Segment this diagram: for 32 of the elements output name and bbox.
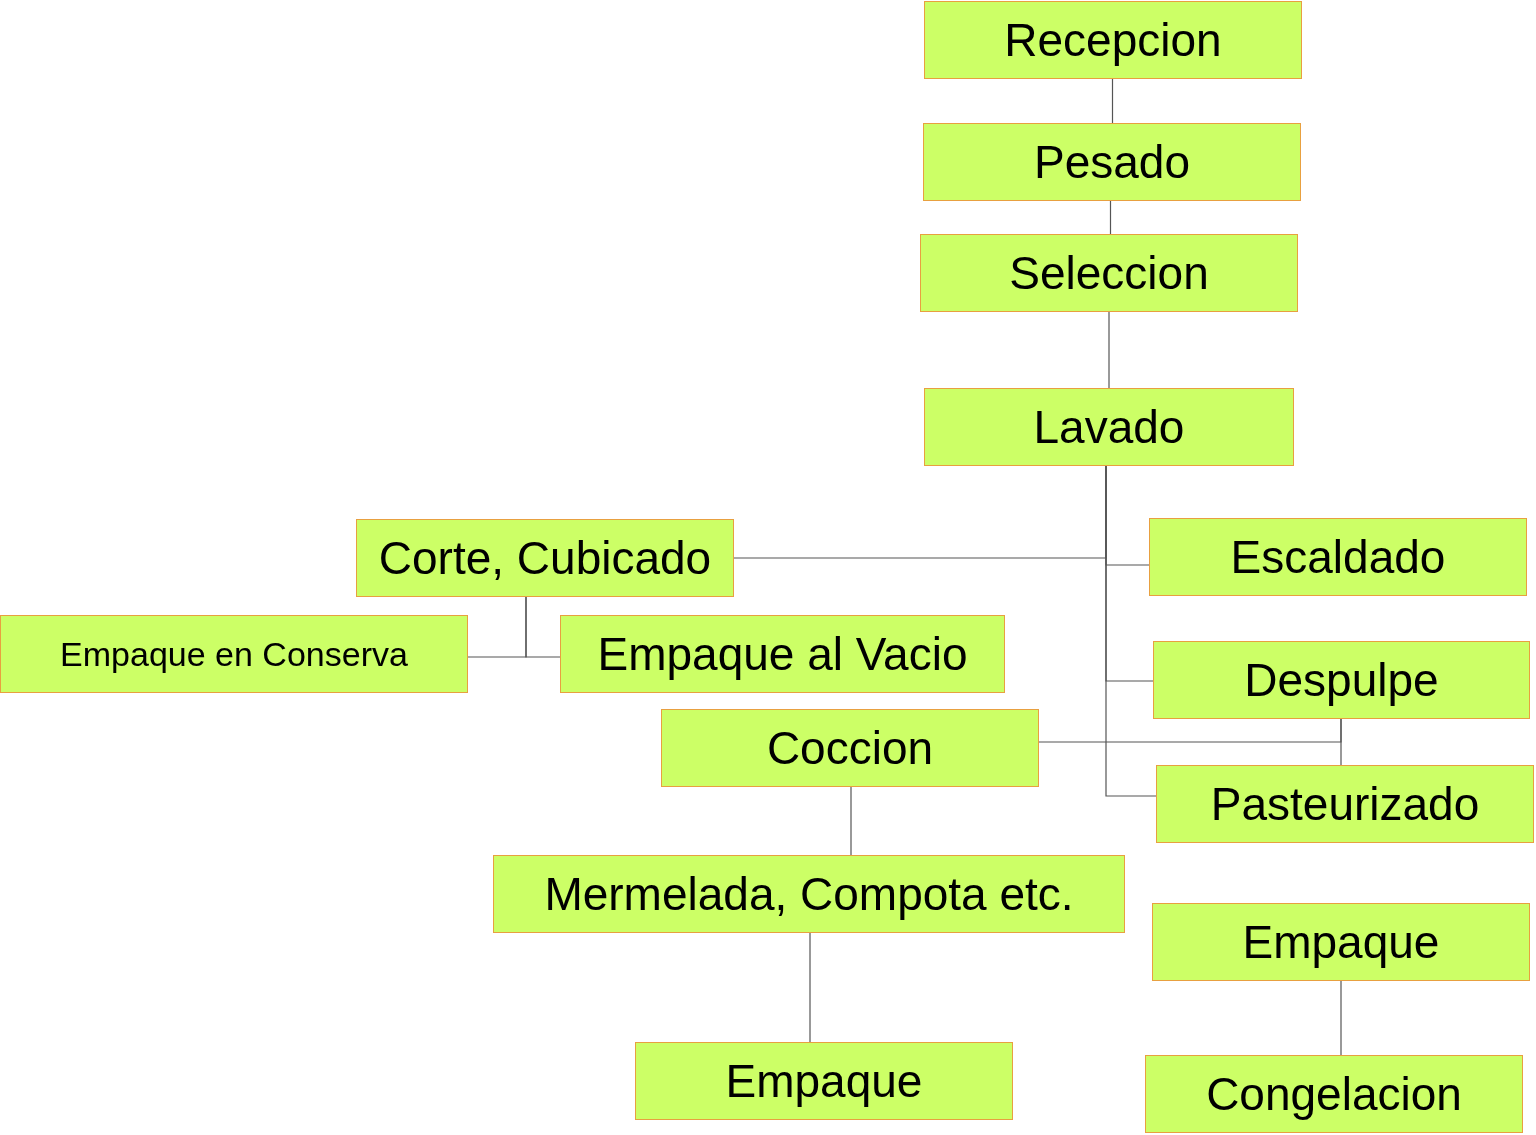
connector-line	[1108, 311, 1110, 389]
step-label: Corte, Cubicado	[378, 535, 712, 581]
process-box	[661, 709, 1039, 787]
process-box	[356, 519, 734, 597]
connector-line	[1105, 465, 1157, 797]
connector-line	[1340, 718, 1342, 766]
process-box	[560, 615, 1005, 693]
connector-line	[525, 596, 561, 658]
connector-line	[1109, 200, 1112, 235]
process-box	[1145, 1055, 1523, 1133]
step-label: Lavado	[1033, 404, 1185, 450]
process-box	[0, 615, 468, 693]
process-box	[1153, 641, 1530, 719]
process-box	[920, 234, 1298, 312]
process-box	[1156, 765, 1534, 843]
connector-line	[850, 786, 852, 856]
process-box	[924, 1, 1302, 79]
process-box	[1152, 903, 1530, 981]
process-box	[635, 1042, 1013, 1120]
step-label: Pasteurizado	[1210, 781, 1480, 827]
step-label: Seleccion	[1009, 250, 1209, 296]
process-box	[923, 123, 1301, 201]
step-label: Coccion	[766, 725, 934, 771]
step-label: Empaque en Conserva	[60, 637, 408, 671]
step-label: Escaldado	[1230, 534, 1446, 580]
step-label: Pesado	[1034, 139, 1190, 185]
process-box	[493, 855, 1125, 933]
connector-line	[1111, 78, 1114, 124]
process-box	[1149, 518, 1527, 596]
process-box	[924, 388, 1294, 466]
connector-line	[1340, 980, 1342, 1056]
connector-line	[809, 932, 811, 1043]
